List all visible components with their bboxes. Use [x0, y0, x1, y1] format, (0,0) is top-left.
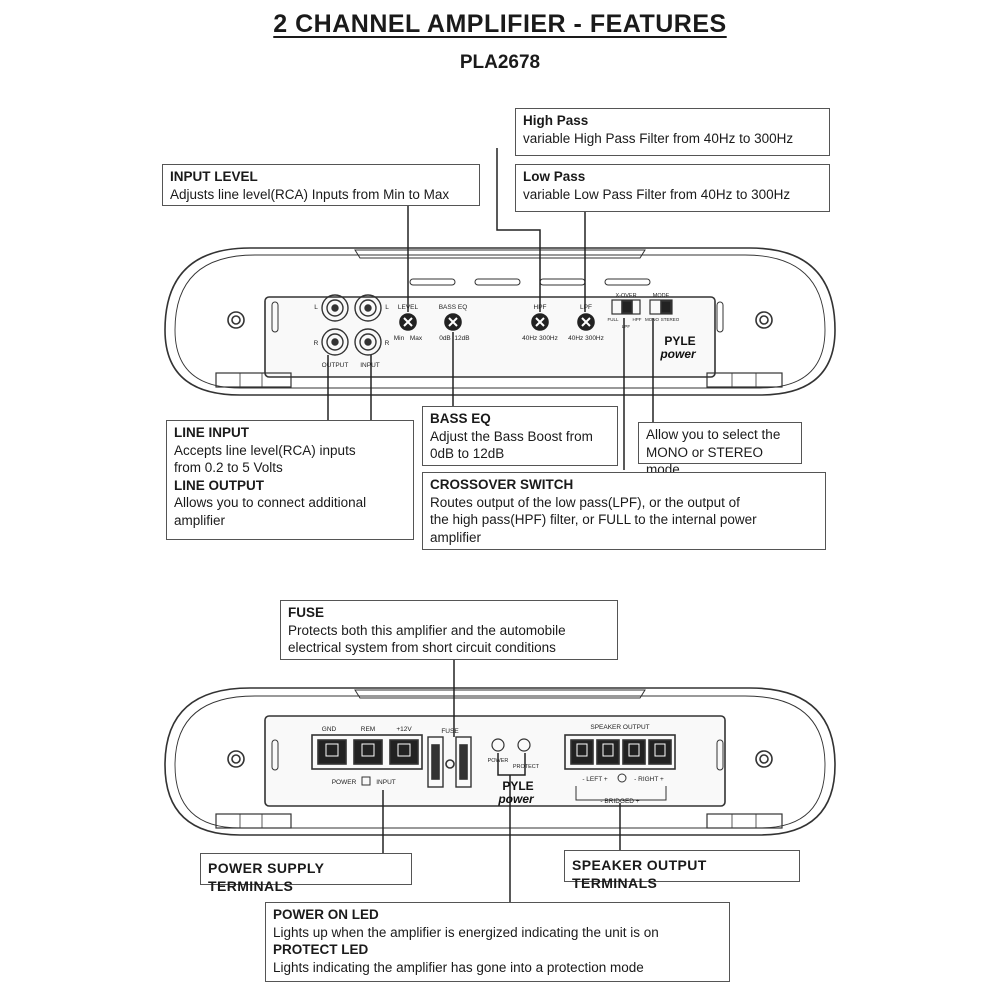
label-gnd: GND: [322, 726, 337, 733]
front-housing-outline: [164, 247, 836, 396]
rca-jacks: [321, 294, 382, 356]
label-bass-eq: BASS EQ: [439, 304, 468, 311]
label-mode: MODE: [653, 293, 670, 299]
brand-logo-rear-2: power: [497, 792, 535, 806]
callout-input-level: INPUT LEVEL Adjusts line level(RCA) Inpu…: [162, 164, 480, 206]
callout-text: Allow you to select the: [646, 427, 781, 442]
callout-text: POWER SUPPLY TERMINALS: [208, 860, 325, 894]
callout-power-supply-terminals: POWER SUPPLY TERMINALS: [200, 853, 412, 894]
callout-speaker-output-terminals: SPEAKER OUTPUT TERMINALS: [564, 850, 800, 891]
label-jack-r: R: [314, 340, 319, 347]
label-level-max: Max: [410, 335, 423, 342]
fuses: [427, 736, 472, 788]
callout-fuse: FUSE Protects both this amplifier and th…: [280, 600, 618, 660]
callout-heading: CROSSOVER SWITCH: [430, 477, 574, 492]
callout-text: the high pass(HPF) filter, or FULL to th…: [430, 512, 757, 527]
leader-lines: [327, 148, 654, 902]
brand-logo-front-2: power: [659, 347, 697, 361]
callout-heading: POWER ON LED: [273, 907, 379, 922]
callout-leds: POWER ON LED Lights up when the amplifie…: [265, 902, 730, 982]
label-power-input-input: INPUT: [376, 779, 396, 786]
label-lpf: LPF: [580, 304, 592, 311]
page-title: 2 CHANNEL AMPLIFIER - FEATURES: [273, 10, 727, 38]
label-jack-l2: L: [385, 304, 389, 311]
callout-text: Adjusts line level(RCA) Inputs from Min …: [170, 186, 450, 202]
label-level-min: Min: [394, 335, 405, 342]
rear-panel-face: [264, 715, 726, 807]
callout-heading: High Pass: [523, 113, 589, 128]
callout-mode: Allow you to select the MONO or STEREO m…: [638, 422, 802, 477]
callout-heading: LINE INPUT: [174, 425, 250, 440]
crossover-switch: [611, 299, 641, 315]
callout-crossover: CROSSOVER SWITCH Routes output of the lo…: [422, 472, 826, 550]
callout-text: Routes output of the low pass(LPF), or t…: [430, 494, 740, 510]
label-hpf-range: 40Hz 300Hz: [522, 335, 558, 342]
callout-heading: BASS EQ: [430, 411, 491, 426]
power-led: [491, 738, 505, 752]
label-bass-min: 0dB: [439, 335, 451, 342]
label-level: LEVEL: [398, 304, 419, 311]
label-jack-l: L: [314, 304, 318, 311]
callout-text: Lights indicating the amplifier has gone…: [273, 959, 644, 975]
label-bass-max: 12dB: [454, 335, 469, 342]
callout-text: Accepts line level(RCA) inputs: [174, 442, 356, 458]
callout-heading: LINE OUTPUT: [174, 477, 264, 493]
label-led-power: POWER: [488, 758, 509, 764]
brand-logo-front-1: PYLE: [664, 334, 695, 348]
label-xover-lpf: LPF: [622, 324, 631, 329]
label-speaker-output: SPEAKER OUTPUT: [590, 724, 649, 731]
label-xover-hpf: HPF: [633, 317, 642, 322]
callout-text: variable High Pass Filter from 40Hz to 3…: [523, 130, 794, 146]
callout-text: Lights up when the amplifier is energize…: [273, 924, 659, 940]
callout-low-pass: Low Pass variable Low Pass Filter from 4…: [515, 164, 830, 212]
label-left: - LEFT +: [582, 776, 608, 783]
callout-line-io: LINE INPUT Accepts line level(RCA) input…: [166, 420, 414, 540]
callout-bass-eq: BASS EQ Adjust the Bass Boost from 0dB t…: [422, 406, 618, 466]
label-power-input-power: POWER: [332, 779, 357, 786]
speaker-terminal-block: [564, 734, 676, 770]
label-mode-stereo: STEREO: [661, 317, 680, 322]
mode-switch: [649, 299, 673, 315]
front-foot-right: [706, 372, 783, 388]
callout-text: variable Low Pass Filter from 40Hz to 30…: [523, 186, 791, 202]
callout-text: SPEAKER OUTPUT TERMINALS: [572, 857, 707, 891]
callout-heading: PROTECT LED: [273, 942, 369, 957]
power-terminal-block: [311, 734, 423, 770]
callout-text: Protects both this amplifier and the aut…: [288, 622, 566, 638]
callout-text: Allows you to connect additional: [174, 495, 367, 510]
label-hpf: HPF: [534, 304, 547, 311]
callout-text: electrical system from short circuit con…: [288, 640, 556, 655]
label-jack-r2: R: [385, 340, 390, 347]
label-input: INPUT: [360, 362, 380, 369]
callout-text: amplifier: [430, 529, 482, 545]
label-lpf-range: 40Hz 300Hz: [568, 335, 604, 342]
front-housing-inner: [174, 254, 826, 389]
brand-logo-rear-1: PYLE: [502, 779, 533, 793]
model-number: PLA2678: [459, 52, 541, 73]
callout-text: from 0.2 to 5 Volts: [174, 460, 283, 475]
label-rem: REM: [361, 726, 375, 733]
label-xover-full: FULL: [607, 317, 619, 322]
callout-high-pass: High Pass variable High Pass Filter from…: [515, 108, 830, 156]
callout-text: Adjust the Bass Boost from: [430, 428, 593, 444]
callout-heading: FUSE: [288, 605, 325, 620]
callout-heading: INPUT LEVEL: [170, 169, 258, 184]
rear-housing-outline: [164, 687, 836, 836]
callout-text: amplifier: [174, 512, 226, 528]
label-led-protect: PROTECT: [513, 764, 540, 770]
label-12v: +12V: [396, 726, 412, 733]
label-fuse: FUSE: [441, 728, 459, 735]
label-output: OUTPUT: [322, 362, 349, 369]
callout-text: 0dB to 12dB: [430, 446, 505, 461]
callout-heading: Low Pass: [523, 169, 586, 184]
protect-led: [517, 738, 531, 752]
label-mode-mono: MONO: [645, 317, 659, 322]
label-xover: X-OVER: [615, 293, 636, 299]
label-right: - RIGHT +: [634, 776, 664, 783]
label-bridged: - BRIDGED +: [600, 798, 639, 805]
front-foot-left: [215, 372, 292, 388]
